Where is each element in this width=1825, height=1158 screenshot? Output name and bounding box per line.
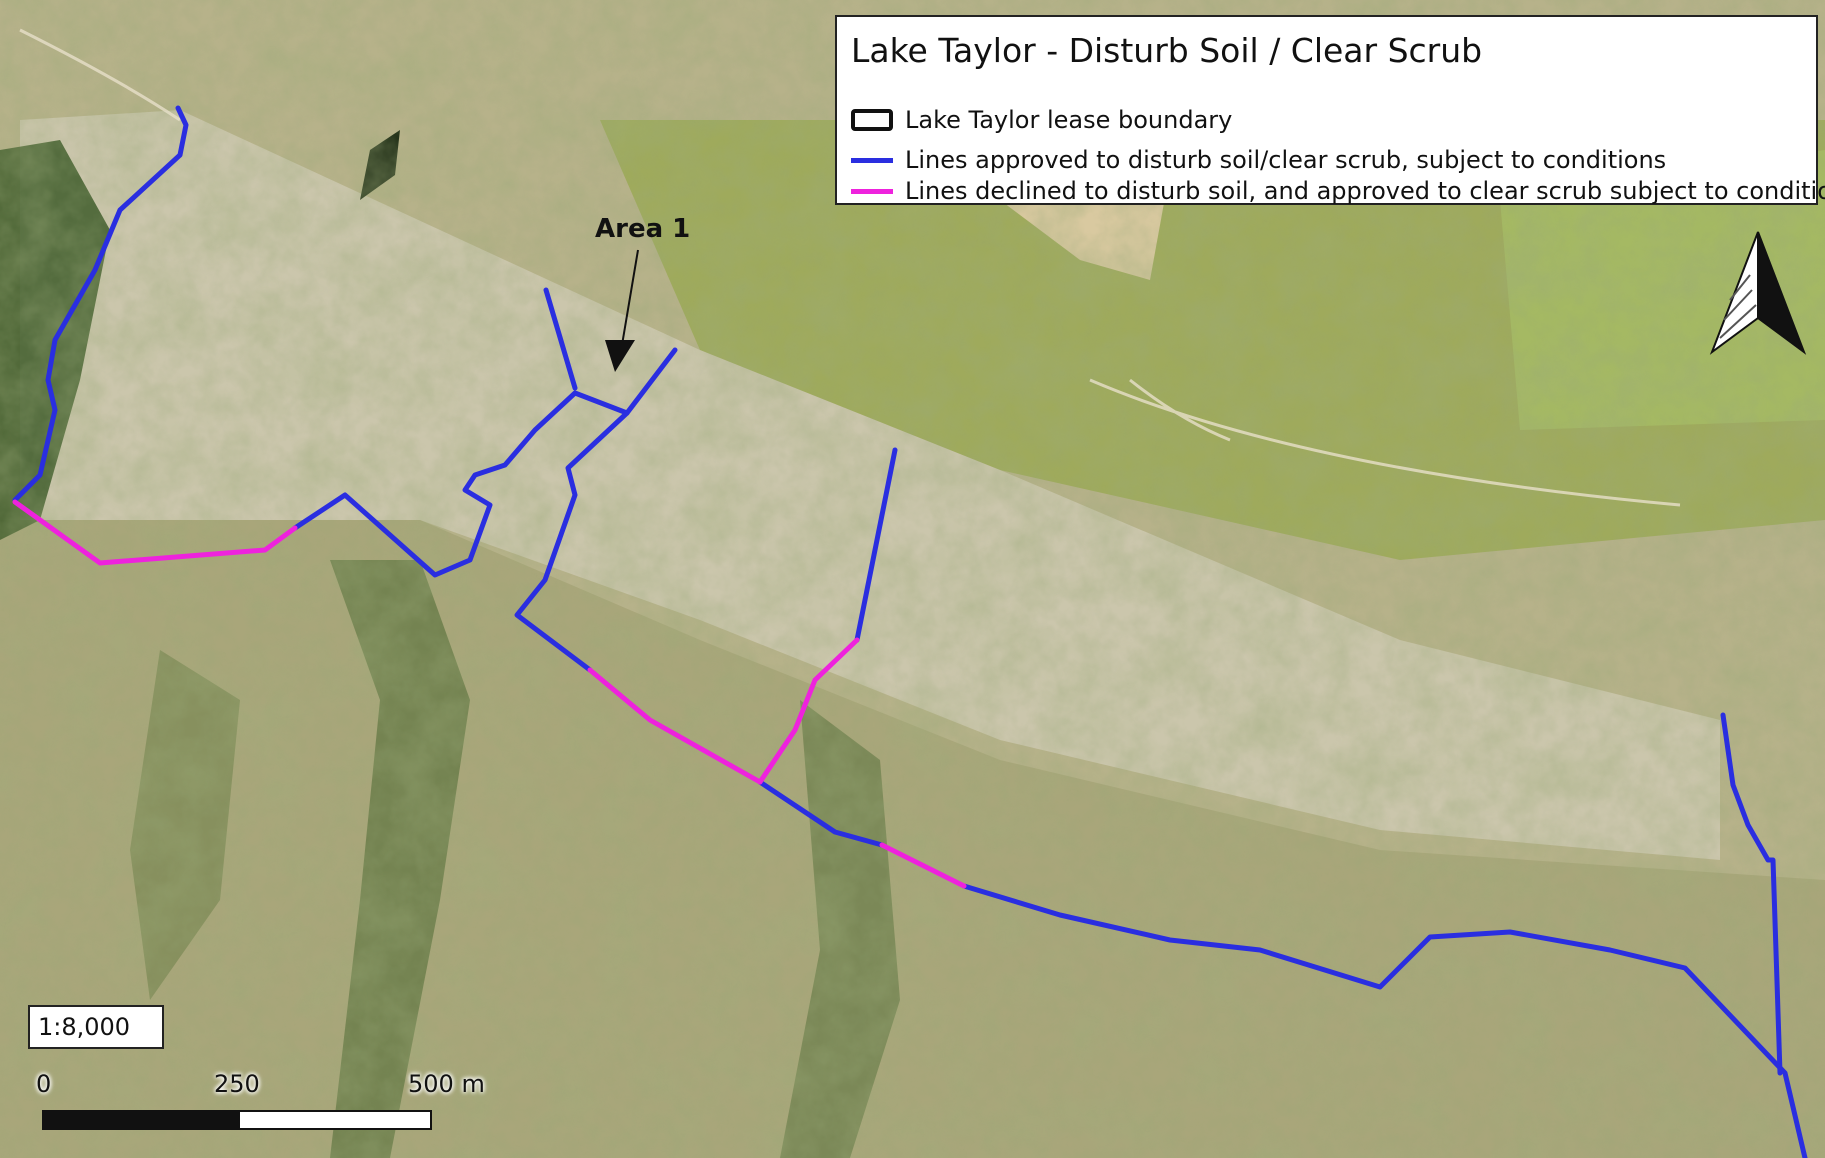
track <box>19 28 1681 507</box>
approved-line <box>514 410 630 673</box>
approved-line <box>292 347 678 578</box>
approved-line <box>543 287 578 391</box>
approved-lines <box>12 105 1808 1158</box>
approved-line <box>1720 712 1783 1076</box>
legend-item-approved: Lines approved to disturb soil/clear scr… <box>851 144 1666 176</box>
north-arrow-icon <box>1709 231 1807 355</box>
declined-line-symbol-icon <box>851 188 893 194</box>
declined-line <box>12 499 298 566</box>
declined-lines <box>12 499 967 889</box>
scale-ratio: 1:8,000 <box>28 1005 164 1049</box>
declined-line <box>757 637 860 785</box>
scale-bar-white <box>238 1110 432 1130</box>
area-1-arrow <box>605 249 639 372</box>
scale-tick-250: 250 <box>214 1070 260 1098</box>
approved-line <box>12 105 189 503</box>
declined-line <box>587 667 763 785</box>
legend-item-declined: Lines declined to disturb soil, and appr… <box>851 175 1825 207</box>
approved-line <box>961 883 1808 1158</box>
approved-line <box>854 447 898 643</box>
legend-item-boundary: Lake Taylor lease boundary <box>851 104 1232 136</box>
boundary-symbol-icon <box>851 109 893 131</box>
approved-line <box>757 779 885 848</box>
declined-line <box>879 842 967 889</box>
map-title: Lake Taylor - Disturb Soil / Clear Scrub <box>851 31 1483 70</box>
legend: Lake Taylor - Disturb Soil / Clear Scrub… <box>835 15 1825 205</box>
scale-tick-500: 500 m <box>408 1070 485 1098</box>
scale-bar-black <box>42 1110 240 1130</box>
approved-line-symbol-icon <box>851 157 893 163</box>
scale-tick-0: 0 <box>36 1070 52 1098</box>
area-1-label: Area 1 <box>595 214 691 244</box>
